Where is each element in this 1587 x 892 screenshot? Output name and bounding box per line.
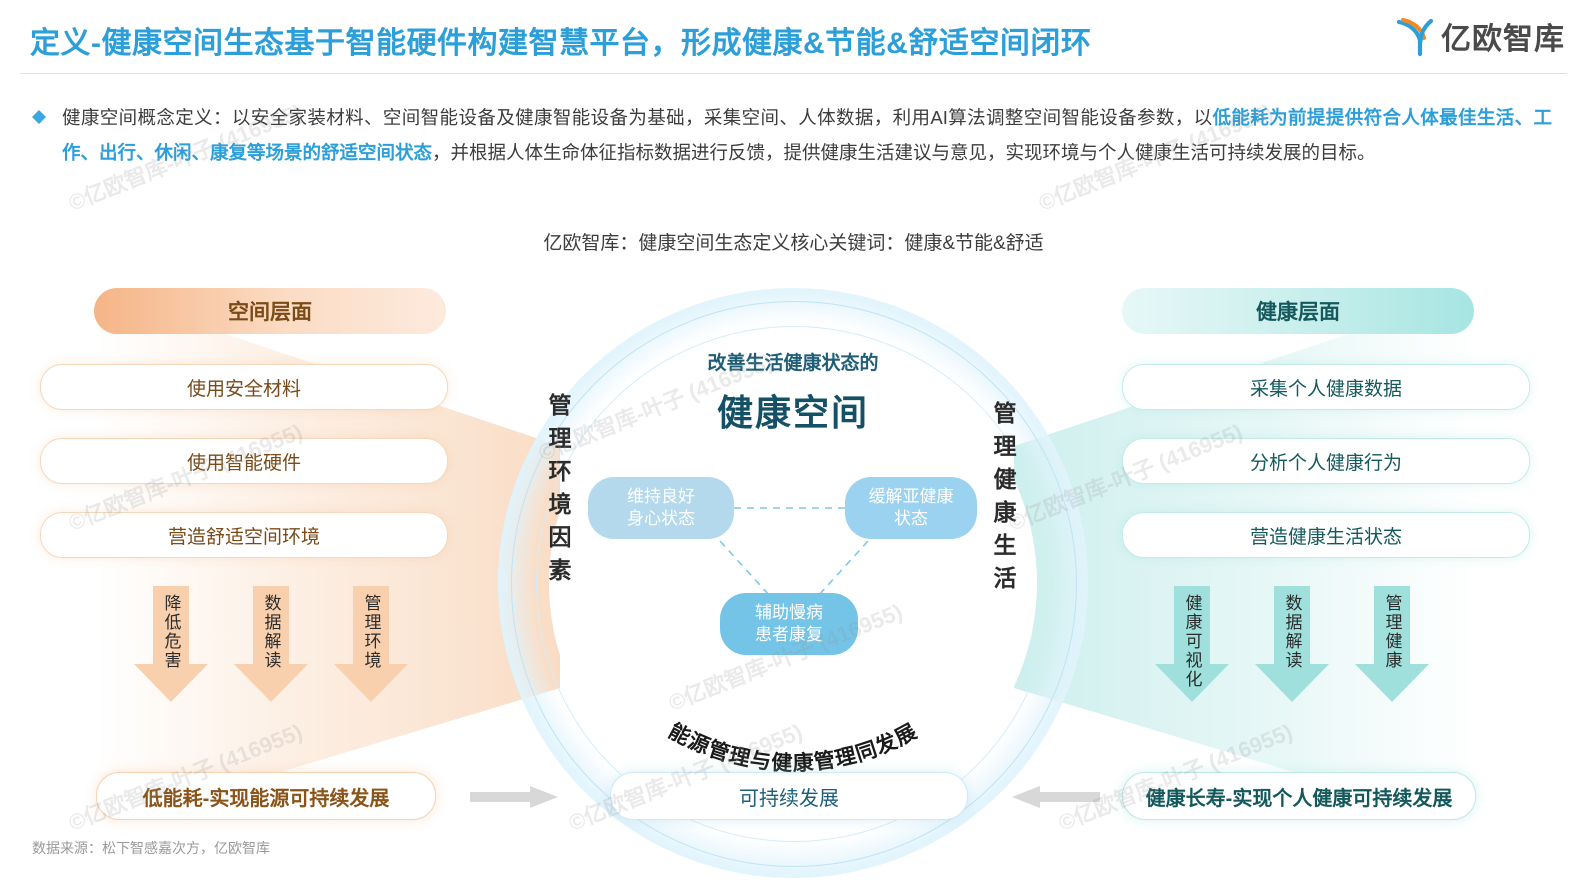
pill-c-line2: 患者康复 bbox=[755, 625, 823, 644]
ecosystem-diagram: 改善生活健康状态的 健康空间 管理环境因素 管理健康生活 维持良好 身心状态 缓… bbox=[0, 268, 1587, 878]
right-arrow-label-1: 健康可视化 bbox=[1182, 594, 1202, 689]
chart-subtitle: 亿欧智库：健康空间生态定义核心关键词：健康&节能&舒适 bbox=[543, 233, 1044, 254]
right-panel-item-2[interactable]: 分析个人健康行为 bbox=[1122, 438, 1530, 484]
center-subtitle: 改善生活健康状态的 bbox=[707, 353, 879, 374]
right-panel-item-1[interactable]: 采集个人健康数据 bbox=[1122, 364, 1530, 410]
page-title: 定义-健康空间生态基于智能硬件构建智慧平台，形成健康&节能&舒适空间闭环 bbox=[30, 27, 1092, 60]
data-source-footer: 数据来源：松下智感嘉次方，亿欧智库 bbox=[32, 840, 270, 856]
definition-paragraph: 健康空间概念定义：以安全家装材料、空间智能设备及健康智能设备为基础，采集空间、人… bbox=[62, 100, 1552, 170]
bottom-box-low-energy[interactable]: 低能耗-实现能源可持续发展 bbox=[96, 772, 436, 820]
bottom-box-sustainable[interactable]: 可持续发展 bbox=[610, 772, 968, 820]
left-arrow-label-1: 降低危害 bbox=[161, 594, 181, 670]
left-panel-item-3[interactable]: 营造舒适空间环境 bbox=[40, 512, 448, 558]
pill-a-line2: 身心状态 bbox=[627, 509, 695, 528]
center-title: 健康空间 bbox=[716, 392, 869, 433]
pill-a-line1: 维持良好 bbox=[627, 487, 695, 506]
right-arrow-label-2: 数据解读 bbox=[1282, 594, 1302, 670]
pill-relieve-subhealth: 缓解亚健康 状态 bbox=[845, 477, 977, 539]
paragraph-highlight: 低能耗为前提提供符合人体最佳生活、工作、出行、休闲、康复等场景的舒适空间状态 bbox=[62, 107, 1552, 163]
left-panel-heading: 空间层面 bbox=[94, 288, 446, 334]
left-panel-item-1[interactable]: 使用安全材料 bbox=[40, 364, 448, 410]
right-panel-item-3[interactable]: 营造健康生活状态 bbox=[1122, 512, 1530, 558]
paragraph-segment-3: ，并根据人体生命体征指标数据进行反馈，提供健康生活建议与意见，实现环境与个人健康… bbox=[432, 142, 1376, 163]
left-arrow-label-2: 数据解读 bbox=[261, 594, 281, 670]
pill-maintain-wellbeing: 维持良好 身心状态 bbox=[588, 477, 734, 539]
right-down-arrow-2: 数据解读 bbox=[1255, 586, 1329, 702]
header-divider bbox=[20, 73, 1567, 74]
left-down-arrow-2: 数据解读 bbox=[234, 586, 308, 702]
paragraph-segment-1: 健康空间概念定义：以安全家装材料、空间智能设备及健康智能设备为基础，采集空间、人… bbox=[62, 107, 1213, 128]
left-vertical-label: 管理环境因素 bbox=[545, 393, 571, 591]
pill-c-line1: 辅助慢病 bbox=[755, 603, 823, 622]
ring-outline-1 bbox=[511, 301, 1077, 867]
arrow-right-icon-left bbox=[470, 786, 558, 808]
curved-bottom-text: 能源管理与健康管理同发展 bbox=[665, 719, 922, 776]
yiou-logo-icon bbox=[1393, 14, 1437, 58]
pill-chronic-recovery: 辅助慢病 患者康复 bbox=[720, 593, 858, 655]
bottom-box-longevity[interactable]: 健康长寿-实现个人健康可持续发展 bbox=[1122, 772, 1476, 820]
right-down-arrow-1: 健康可视化 bbox=[1155, 586, 1229, 702]
left-panel-item-2[interactable]: 使用智能硬件 bbox=[40, 438, 448, 484]
pill-connector-lines bbox=[719, 507, 869, 619]
slide-header: 定义-健康空间生态基于智能硬件构建智慧平台，形成健康&节能&舒适空间闭环 亿欧智… bbox=[0, 0, 1587, 74]
left-down-arrow-3: 管理环境 bbox=[334, 586, 408, 702]
right-panel-heading: 健康层面 bbox=[1122, 288, 1474, 334]
right-down-arrow-3: 管理健康 bbox=[1355, 586, 1429, 702]
inner-white-disc bbox=[549, 339, 1037, 827]
left-down-arrow-1: 降低危害 bbox=[134, 586, 208, 702]
definition-paragraph-block: 健康空间概念定义：以安全家装材料、空间智能设备及健康智能设备为基础，采集空间、人… bbox=[32, 100, 1552, 170]
brand-logo: 亿欧智库 bbox=[1393, 14, 1565, 58]
pill-b-line1: 缓解亚健康 bbox=[868, 487, 954, 506]
svg-text:能源管理与健康管理同发展: 能源管理与健康管理同发展 bbox=[665, 719, 922, 776]
diamond-bullet-icon bbox=[32, 103, 46, 124]
ring-outline-2 bbox=[536, 326, 1052, 842]
logo-text: 亿欧智库 bbox=[1441, 23, 1565, 56]
left-arrow-label-3: 管理环境 bbox=[361, 594, 381, 670]
right-arrow-label-3: 管理健康 bbox=[1382, 594, 1402, 670]
right-vertical-label: 管理健康生活 bbox=[990, 401, 1016, 599]
arrow-left-icon-right bbox=[1012, 786, 1100, 808]
pill-b-line2: 状态 bbox=[894, 509, 928, 528]
